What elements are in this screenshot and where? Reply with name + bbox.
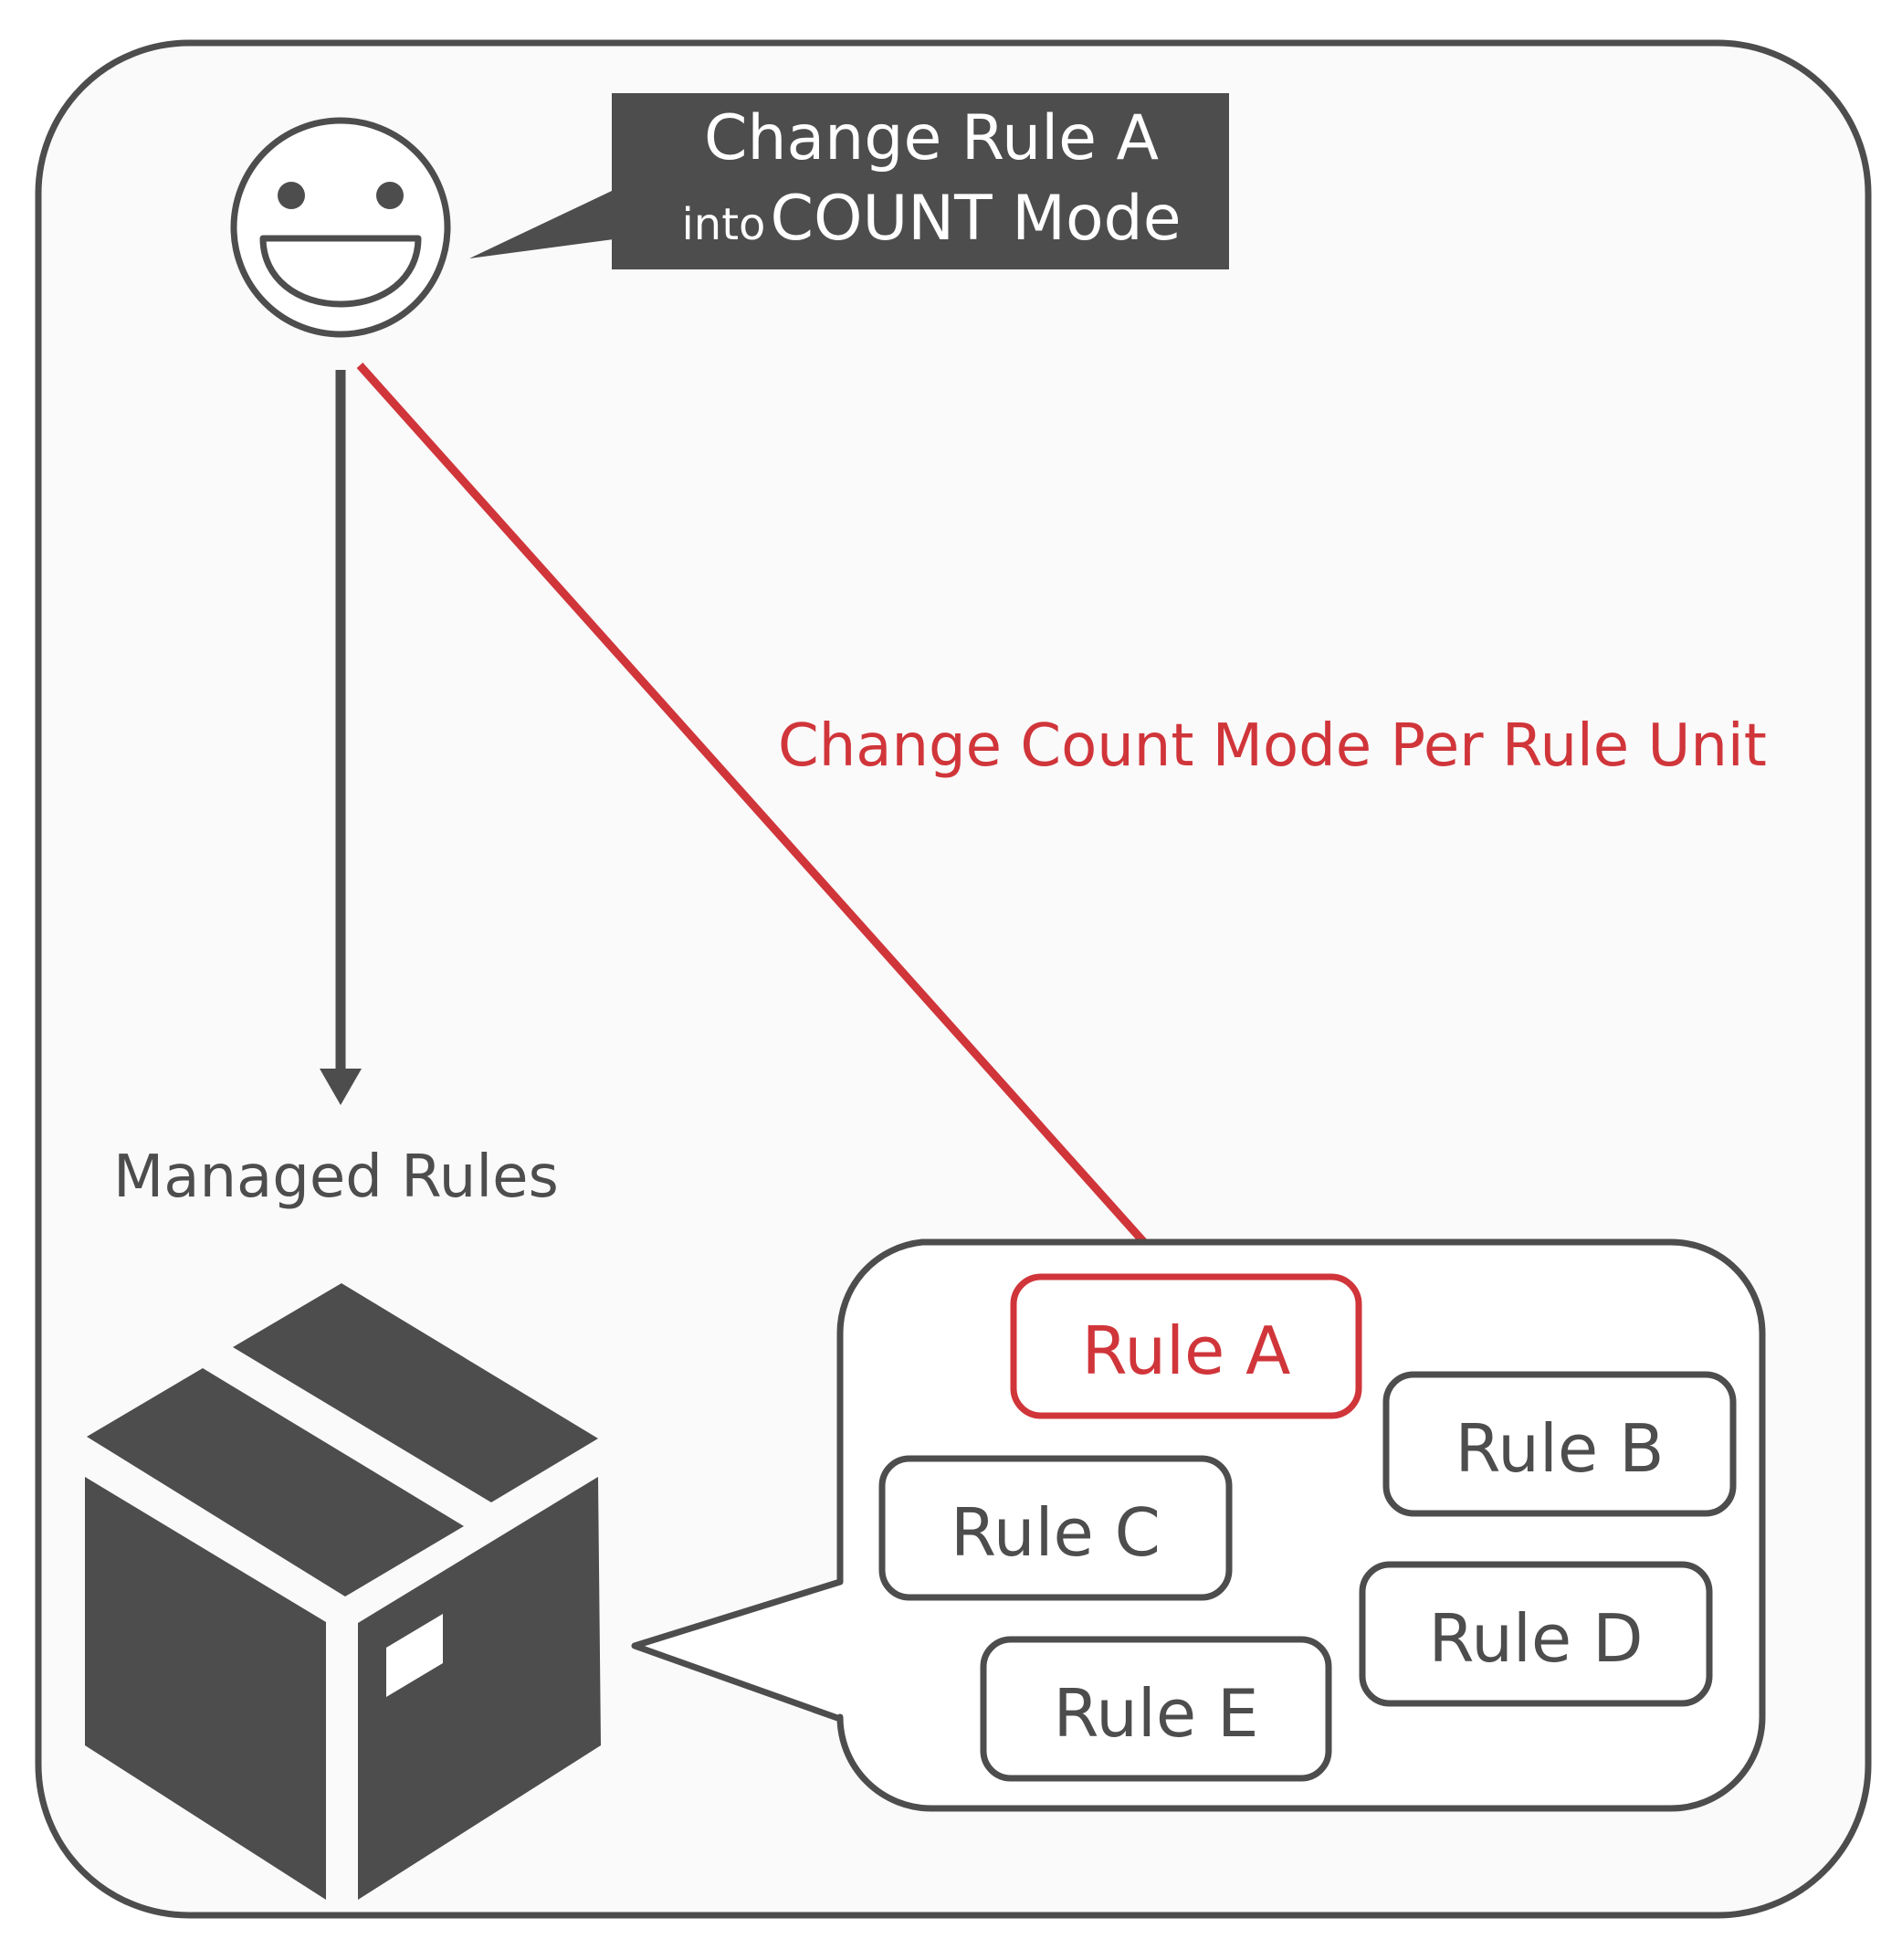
speech-bubble-line2: into COUNT Mode [681, 183, 1181, 255]
rule-c-box[interactable]: Rule C [878, 1455, 1233, 1601]
rule-e-box[interactable]: Rule E [980, 1636, 1332, 1782]
rule-c-label: Rule C [951, 1494, 1161, 1571]
speech-bubble-line1: Change Rule A [704, 102, 1159, 174]
rule-b-label: Rule B [1455, 1410, 1664, 1487]
red-arrow-label: Change Count Mode Per Rule Unit [778, 712, 1767, 780]
rule-b-box[interactable]: Rule B [1382, 1371, 1737, 1517]
rule-e-label: Rule E [1053, 1675, 1258, 1752]
rule-d-box[interactable]: Rule D [1359, 1561, 1713, 1707]
speech-bubble: Change Rule A into COUNT Mode [469, 93, 1229, 269]
rule-a-box[interactable]: Rule A [1010, 1273, 1362, 1419]
rule-d-label: Rule D [1428, 1600, 1643, 1677]
down-arrow [320, 370, 362, 1105]
rule-a-label: Rule A [1082, 1312, 1291, 1389]
managed-rules-label: Managed Rules [113, 1143, 559, 1211]
package-box-icon [85, 1283, 601, 1900]
speech-bubble-line2-prefix: into [681, 199, 765, 250]
speech-bubble-line2-main: COUNT Mode [770, 183, 1181, 255]
package-label-window [386, 1614, 443, 1697]
smiley-user-icon [230, 117, 451, 338]
